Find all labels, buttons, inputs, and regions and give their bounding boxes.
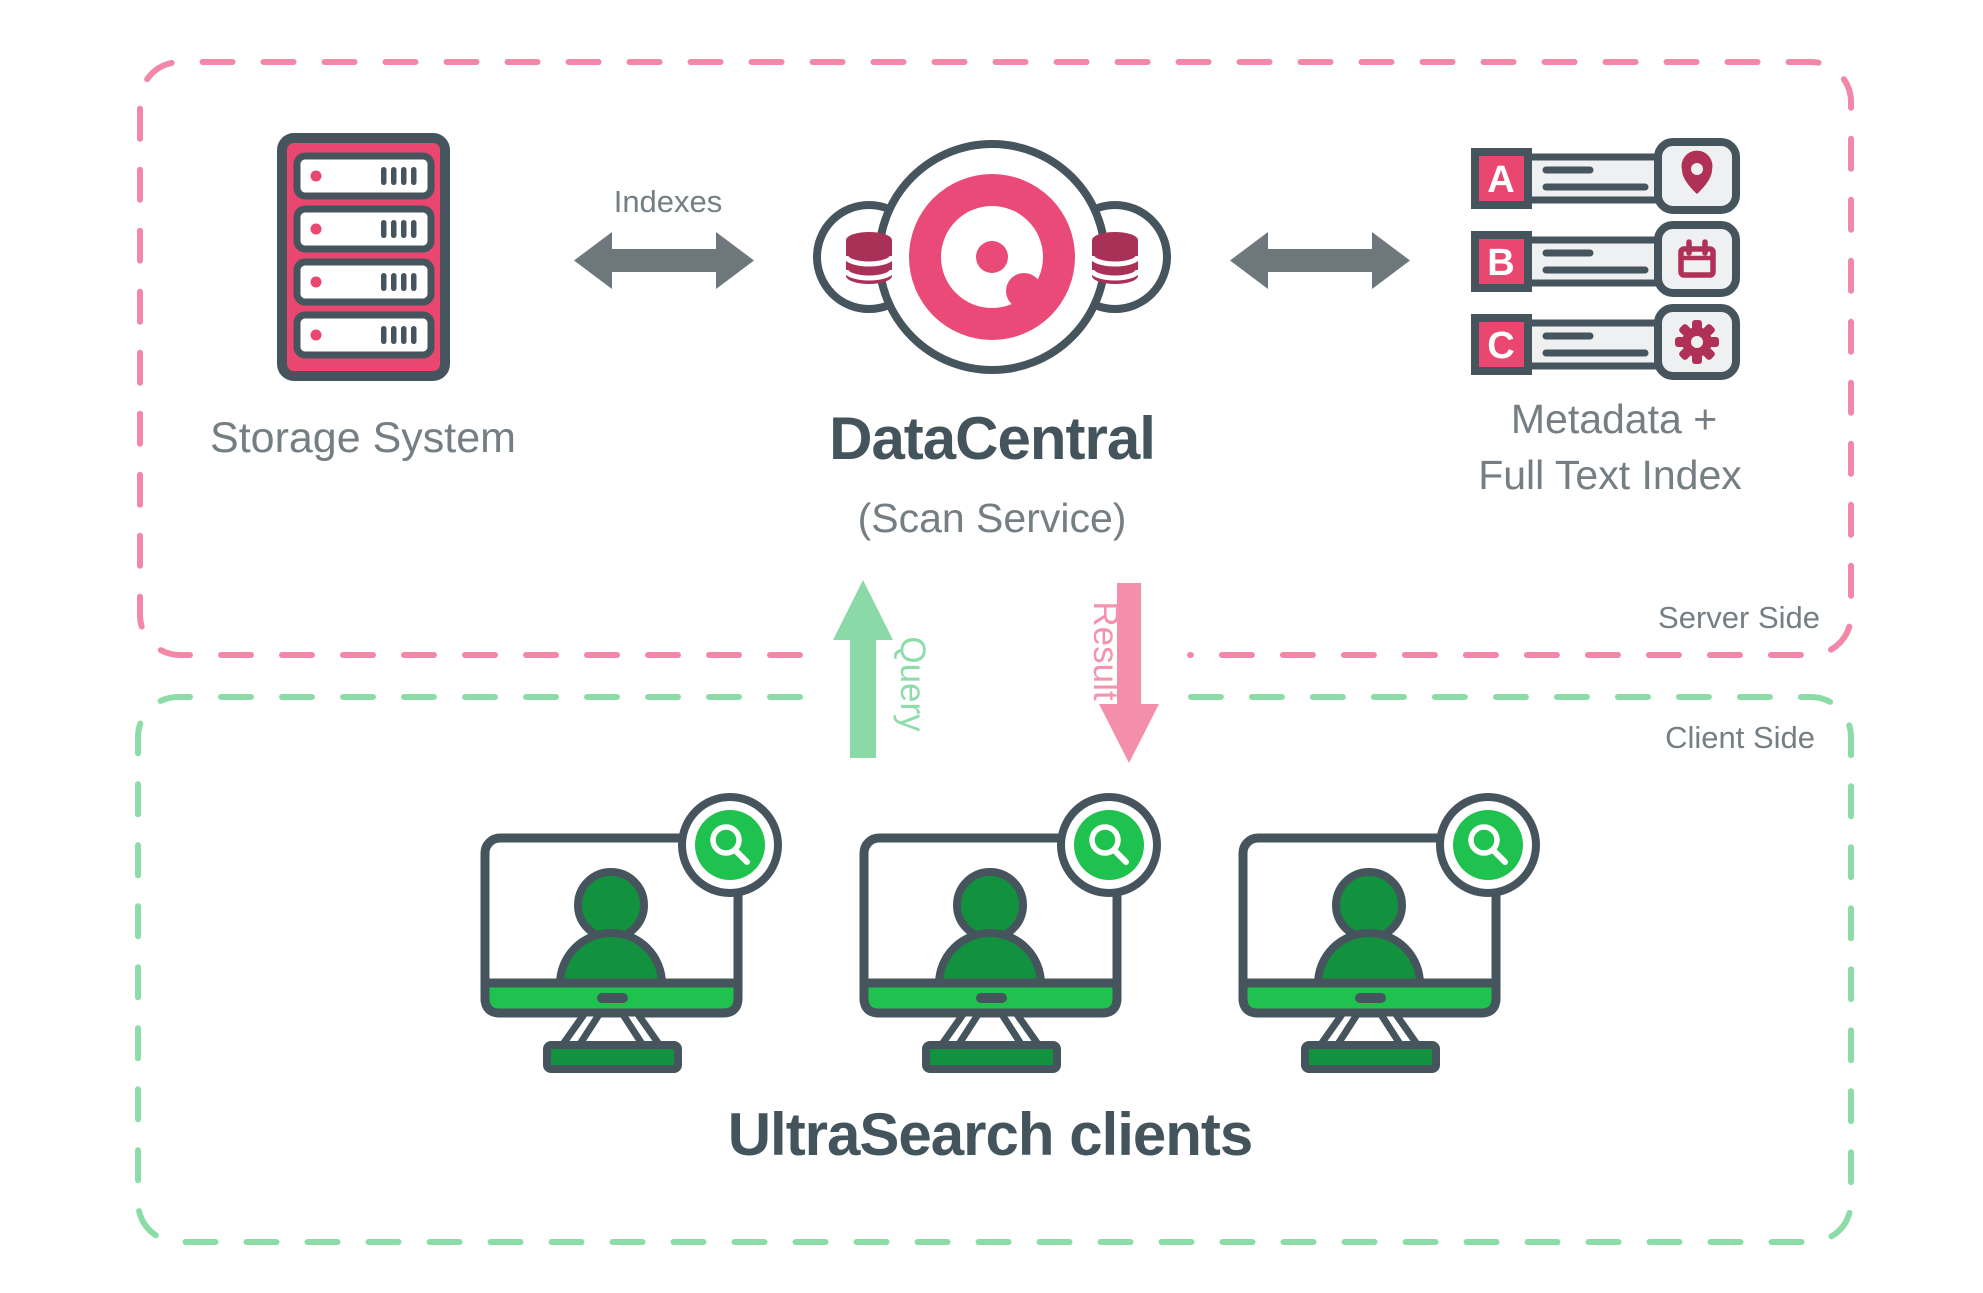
datacentral: DataCentral (Scan Service) [813,140,1171,541]
datacentral-logo [813,140,1171,374]
metadata-link [1230,232,1410,289]
metadata-index: A B [1471,138,1742,498]
server-slot [293,258,435,306]
result-label: Result [1086,601,1125,700]
server-side-box [137,59,1854,658]
storage-system: Storage System [210,133,516,462]
double-arrow-icon [1230,232,1410,289]
storage-system-label: Storage System [210,414,516,462]
query-label: Query [893,636,932,732]
metadata-row-letter: A [1487,159,1514,201]
server-slot [293,205,435,253]
server-rack-icon [277,133,450,381]
server-slot [293,152,435,200]
ultrasearch-clients-label: UltraSearch clients [728,1101,1253,1168]
query-arrow-icon [833,580,893,758]
result-flow: Result [1086,583,1159,763]
metadata-row-letter: C [1487,325,1514,367]
indexes-link: Indexes [574,184,754,289]
indexes-label: Indexes [614,184,723,219]
metadata-row-letter: B [1487,242,1514,284]
client-side-label: Client Side [1665,720,1815,755]
database-icon [846,232,892,284]
datacentral-title: DataCentral [829,405,1155,472]
client-monitor [864,797,1157,1069]
metadata-title-line2: Full Text Index [1478,452,1742,498]
client-monitor [485,797,778,1069]
client-side-box [135,694,1854,1245]
database-icon [1092,232,1138,284]
metadata-row: A [1471,138,1740,214]
result-arrow-icon [1099,583,1159,763]
client-monitor [1243,797,1536,1069]
server-slot [293,311,435,359]
server-side-label: Server Side [1658,600,1820,635]
double-arrow-icon [574,232,754,289]
calendar-icon [1678,239,1716,278]
metadata-row: B [1471,221,1740,297]
location-pin-icon [1681,150,1713,194]
datacentral-subtitle: (Scan Service) [858,495,1127,541]
metadata-row: C [1471,304,1740,380]
gear-icon [1675,320,1719,364]
query-flow: Query [833,580,932,758]
metadata-title-line1: Metadata + [1511,396,1717,442]
ultrasearch-clients: UltraSearch clients [485,797,1536,1168]
